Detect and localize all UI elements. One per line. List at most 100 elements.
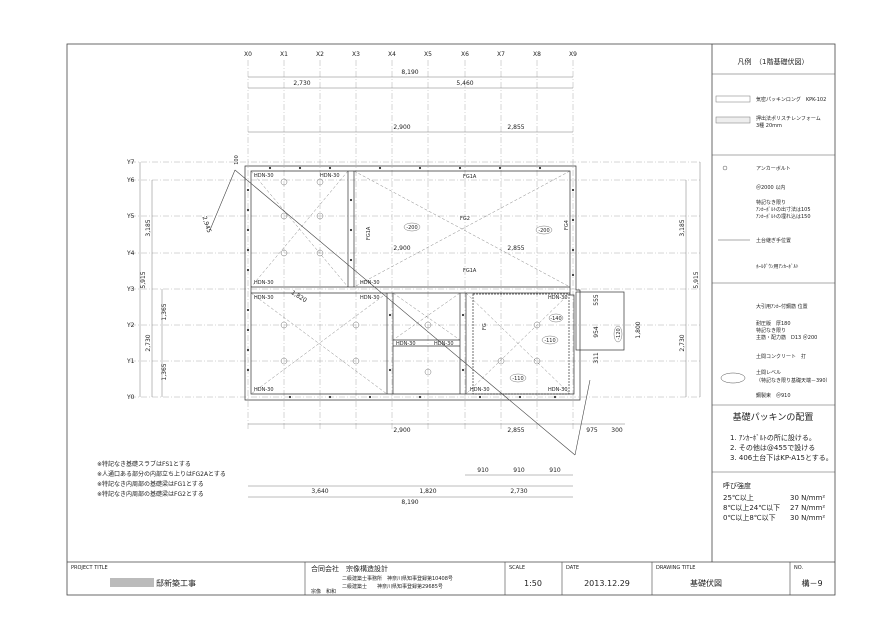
dim-mid-left: 2,900: [393, 245, 410, 252]
dim-right-555: 555: [593, 294, 600, 306]
top-dimension-lines: [248, 76, 625, 498]
anchor-bolts: [246, 166, 575, 399]
dim-left-2730: 2,730: [145, 334, 152, 351]
company-architect: 二級建築士 神奈川県知事登録第29685号: [342, 583, 443, 590]
packing-item-1: 1. ｱﾝｶｰﾎﾞﾙﾄの所に設ける。: [730, 433, 816, 442]
scale-value: 1:50: [524, 579, 542, 588]
company-office: 二級建築士事務所 神奈川県知事登録第10408号: [342, 575, 453, 582]
grid-label-y1: Y1: [126, 358, 135, 365]
plan-labels: HDN-30 HDN-30 HDN-30 HDN-30 HDN-30 HDN-3…: [254, 173, 570, 393]
dimension-texts: 8,190 2,730 5,460 2,900 2,855 2,900 2,85…: [293, 69, 623, 506]
level-200a: -200: [406, 225, 417, 231]
label-fg1a-vertical: FG1A: [366, 226, 372, 240]
legend-item-anchor: アンカーボルト: [756, 165, 791, 172]
legend-item-foam-size: 3種 20mm: [756, 122, 782, 129]
note-1: ※特記なき基礎スラブはFS1とする: [97, 460, 191, 468]
strength-title: 呼び強度: [723, 481, 751, 490]
grid-label-y6: Y6: [126, 177, 135, 184]
dim-left-3185: 3,185: [145, 219, 152, 236]
date-label: DATE: [566, 565, 579, 571]
dim-lower-975: 975: [586, 427, 598, 434]
strength-range-3: 0℃以上8℃以下: [723, 513, 776, 522]
date-value: 2013.12.29: [584, 579, 630, 588]
label-fg2: FG2: [460, 216, 470, 222]
legend-item-slab-unless: 特記なき限り: [756, 327, 786, 334]
strength-value-3: 30 N/mm²: [790, 514, 825, 522]
dim-bottom-910c: 910: [549, 467, 561, 474]
grid-label-y0: Y0: [126, 394, 135, 401]
label-hdn-3: HDN-30: [254, 280, 274, 286]
label-hdn-12: HDN-30: [548, 387, 568, 393]
grid-label-x3: X3: [352, 51, 360, 58]
foundation-walls: [244, 165, 625, 401]
grid-x-labels: X0 X1 X2 X3 X4 X5 X6 X7 X8 X9: [244, 51, 577, 58]
steel-posts: [280, 178, 541, 376]
dim-lower-300: 300: [611, 427, 623, 434]
level-110b: -110: [512, 376, 523, 382]
grid-label-y5: Y5: [126, 213, 135, 220]
legend-item-holddown: ﾎｰﾙﾀﾞｳﾝ用ｱﾝｶｰﾎﾞﾙﾄ: [756, 263, 799, 270]
drawing-number: 構－9: [801, 578, 822, 588]
legend-item-joist: 大引用ｱﾝｶｰ付鋼筋 位置: [756, 303, 808, 310]
strength-value-1: 30 N/mm²: [790, 494, 825, 502]
grid-label-x1: X1: [280, 51, 288, 58]
dim-right-954: 954: [593, 326, 600, 338]
dim-top-left: 2,730: [293, 80, 310, 87]
grid-label-x5: X5: [424, 51, 432, 58]
grid-lines: [130, 60, 700, 430]
legend-item-rebar: 主筋・配力筋 D13 ＠200: [756, 334, 817, 341]
dim-lower-left: 2,900: [393, 427, 410, 434]
label-hdn-9: HDN-30: [434, 341, 454, 347]
dim-right-2730: 2,730: [679, 334, 686, 351]
legend-item-joint: 土台継ぎ手位置: [756, 237, 791, 244]
dim-bottom-1820: 1,820: [419, 488, 436, 495]
legend-item-foam: 押出法ポリスチレンフォーム: [756, 115, 821, 122]
label-hdn-5: HDN-30: [254, 295, 274, 301]
dim-lower-right: 2,855: [507, 427, 524, 434]
dim-upper-left: 2,900: [393, 124, 410, 131]
dim-right-3185: 3,185: [679, 219, 686, 236]
dim-right-1800: 1,800: [635, 321, 642, 338]
legend-panel: 凡例 （1階基礎伏図） 気密パッキンロング KPK-102 押出法ポリスチレンフ…: [712, 57, 835, 522]
dim-left-outer: 5,915: [140, 271, 147, 288]
strength-range-2: 8℃以上24℃以下: [723, 503, 780, 512]
label-hdn-6: HDN-30: [254, 387, 274, 393]
dim-100-top: 100: [234, 155, 240, 165]
label-fg1a-2: FG1A: [463, 268, 477, 274]
dim-left-1365a: 1,365: [161, 303, 168, 320]
packing-title: 基礎パッキンの配置: [733, 411, 814, 423]
label-hdn-1: HDN-30: [254, 173, 274, 179]
legend-item-concrete: 土間コンクリート 打: [756, 353, 806, 360]
scale-label: SCALE: [509, 565, 525, 571]
legend-title: 凡例 （1階基礎伏図）: [738, 57, 809, 66]
packing-item-3: 3. 406土台下はKP-A15とする。: [730, 453, 833, 462]
grid-y-labels: Y7 Y6 Y5 Y4 Y3 Y2 Y1 Y0: [126, 159, 135, 401]
grid-label-x0: X0: [244, 51, 252, 58]
drawing-no-label: NO.: [794, 565, 803, 571]
label-hdn-2: HDN-30: [320, 173, 340, 179]
project-label: PROJECT TITLE: [71, 565, 108, 571]
dim-bottom-910b: 910: [513, 467, 525, 474]
grid-label-x7: X7: [497, 51, 505, 58]
legend-item-level: 土間レベル: [756, 369, 781, 376]
dim-bottom-3640: 3,640: [311, 488, 328, 495]
drawing-title-label: DRAWING TITLE: [656, 565, 695, 571]
grid-label-x9: X9: [569, 51, 577, 58]
label-hdn-11: HDN-30: [548, 295, 568, 301]
label-hdn-7: HDN-30: [360, 295, 380, 301]
legend-item-steel-post: 鋼製束 ＠910: [756, 392, 791, 399]
dim-top-total: 8,190: [401, 69, 418, 76]
legend-item-packing: 気密パッキンロング KPK-102: [756, 96, 826, 103]
dim-diagonal-2945: 2,945: [200, 215, 212, 234]
strength-range-1: 25℃以上: [723, 493, 754, 502]
legend-item-anchor-spacing: ＠2000 以内: [756, 184, 785, 191]
sheet-border: [66, 43, 836, 596]
legend-item-anchor-embed: ｱﾝｶｰﾎﾞﾙﾄの埋れ込は150: [756, 213, 811, 220]
level-110: -110: [544, 338, 555, 344]
legend-item-anchor-out: ｱﾝｶｰﾎﾞﾙﾄの出寸法は105: [756, 206, 811, 213]
level-120: -120: [616, 328, 622, 339]
dim-bottom-2730: 2,730: [510, 488, 527, 495]
dim-right-311: 311: [593, 352, 600, 364]
note-4: ※特記なき内周部の基礎梁はFG2とする: [97, 490, 204, 498]
